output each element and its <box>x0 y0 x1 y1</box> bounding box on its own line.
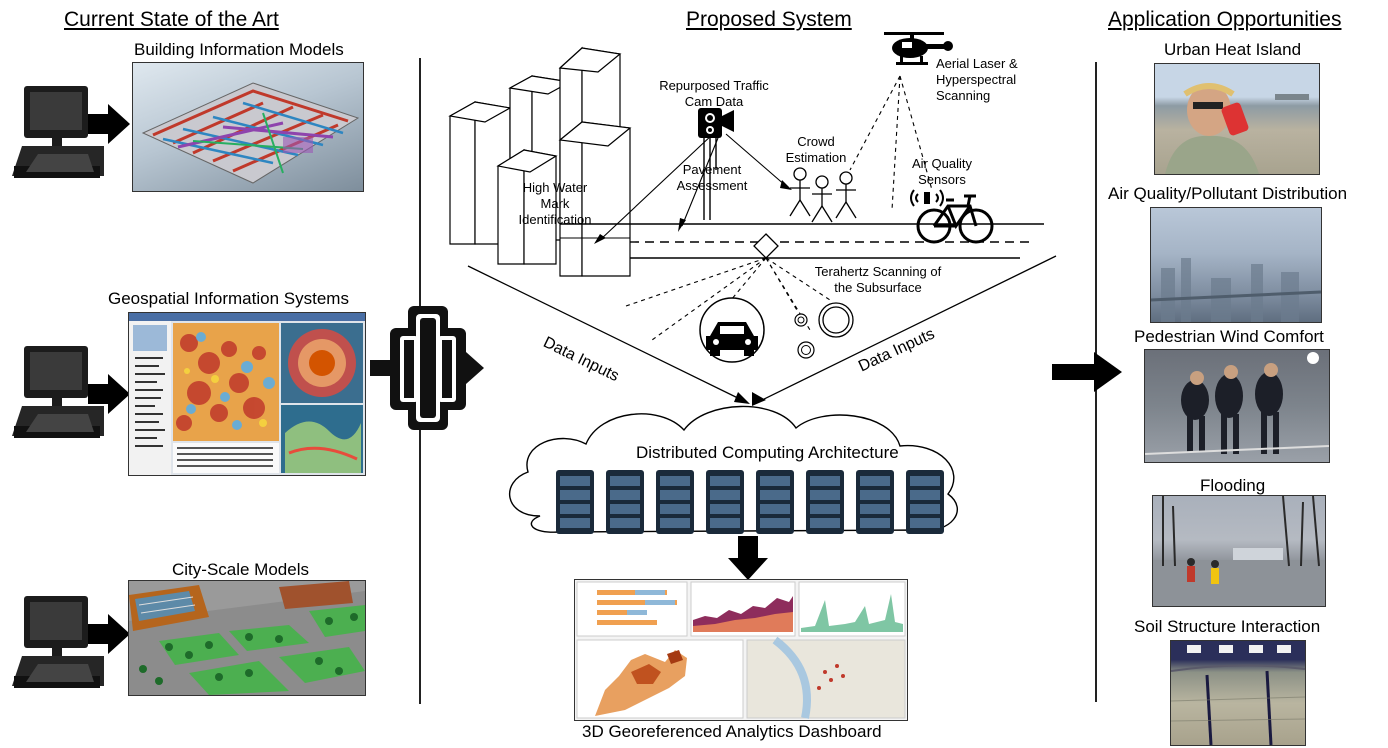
traffic-camera-icon <box>698 108 734 138</box>
urban-heat-island-image <box>1154 63 1320 175</box>
helicopter-icon <box>884 32 953 65</box>
chip-icon <box>370 306 484 430</box>
label-soil-structure: Soil Structure Interaction <box>1134 617 1321 636</box>
city-scale-image <box>128 580 366 696</box>
analytics-dashboard-image <box>574 579 908 721</box>
label-urban-heat-island: Urban Heat Island <box>1164 40 1302 59</box>
arrow-right-icon <box>1052 352 1122 392</box>
heading-current-state: Current State of the Art <box>64 8 279 31</box>
computer-icon <box>12 86 104 178</box>
server-rack-row <box>556 470 944 534</box>
label-flooding: Flooding <box>1200 476 1266 495</box>
label-city-scale-models: City-Scale Models <box>172 560 309 579</box>
car-icon <box>706 322 758 356</box>
label-pedestrian-wind-comfort: Pedestrian Wind Comfort <box>1134 327 1324 346</box>
arrow-right-icon <box>88 104 130 144</box>
bicycle-icon <box>910 189 994 244</box>
air-quality-image <box>1150 207 1322 323</box>
pedestrian-wind-image <box>1144 349 1330 463</box>
label-dashboard: 3D Georeferenced Analytics Dashboard <box>582 722 882 741</box>
label-geospatial-information-systems: Geospatial Information Systems <box>108 289 349 308</box>
heading-proposed-system: Proposed System <box>686 8 852 31</box>
server-icon <box>556 470 594 534</box>
label-building-information-models: Building Information Models <box>134 40 344 59</box>
arrow-right-icon <box>88 614 130 654</box>
flooding-image <box>1152 495 1326 607</box>
computer-icon <box>12 346 104 438</box>
arrow-right-icon <box>88 374 130 414</box>
bim-image <box>132 62 364 192</box>
label-distributed-computing: Distributed Computing Architecture <box>636 443 899 462</box>
arrow-down-icon <box>728 536 768 580</box>
computer-icon <box>12 596 104 688</box>
heading-application-opportunities: Application Opportunities <box>1108 8 1342 31</box>
gis-image <box>128 312 366 476</box>
soil-structure-image <box>1170 640 1306 746</box>
label-air-quality: Air Quality/Pollutant Distribution <box>1108 184 1348 203</box>
